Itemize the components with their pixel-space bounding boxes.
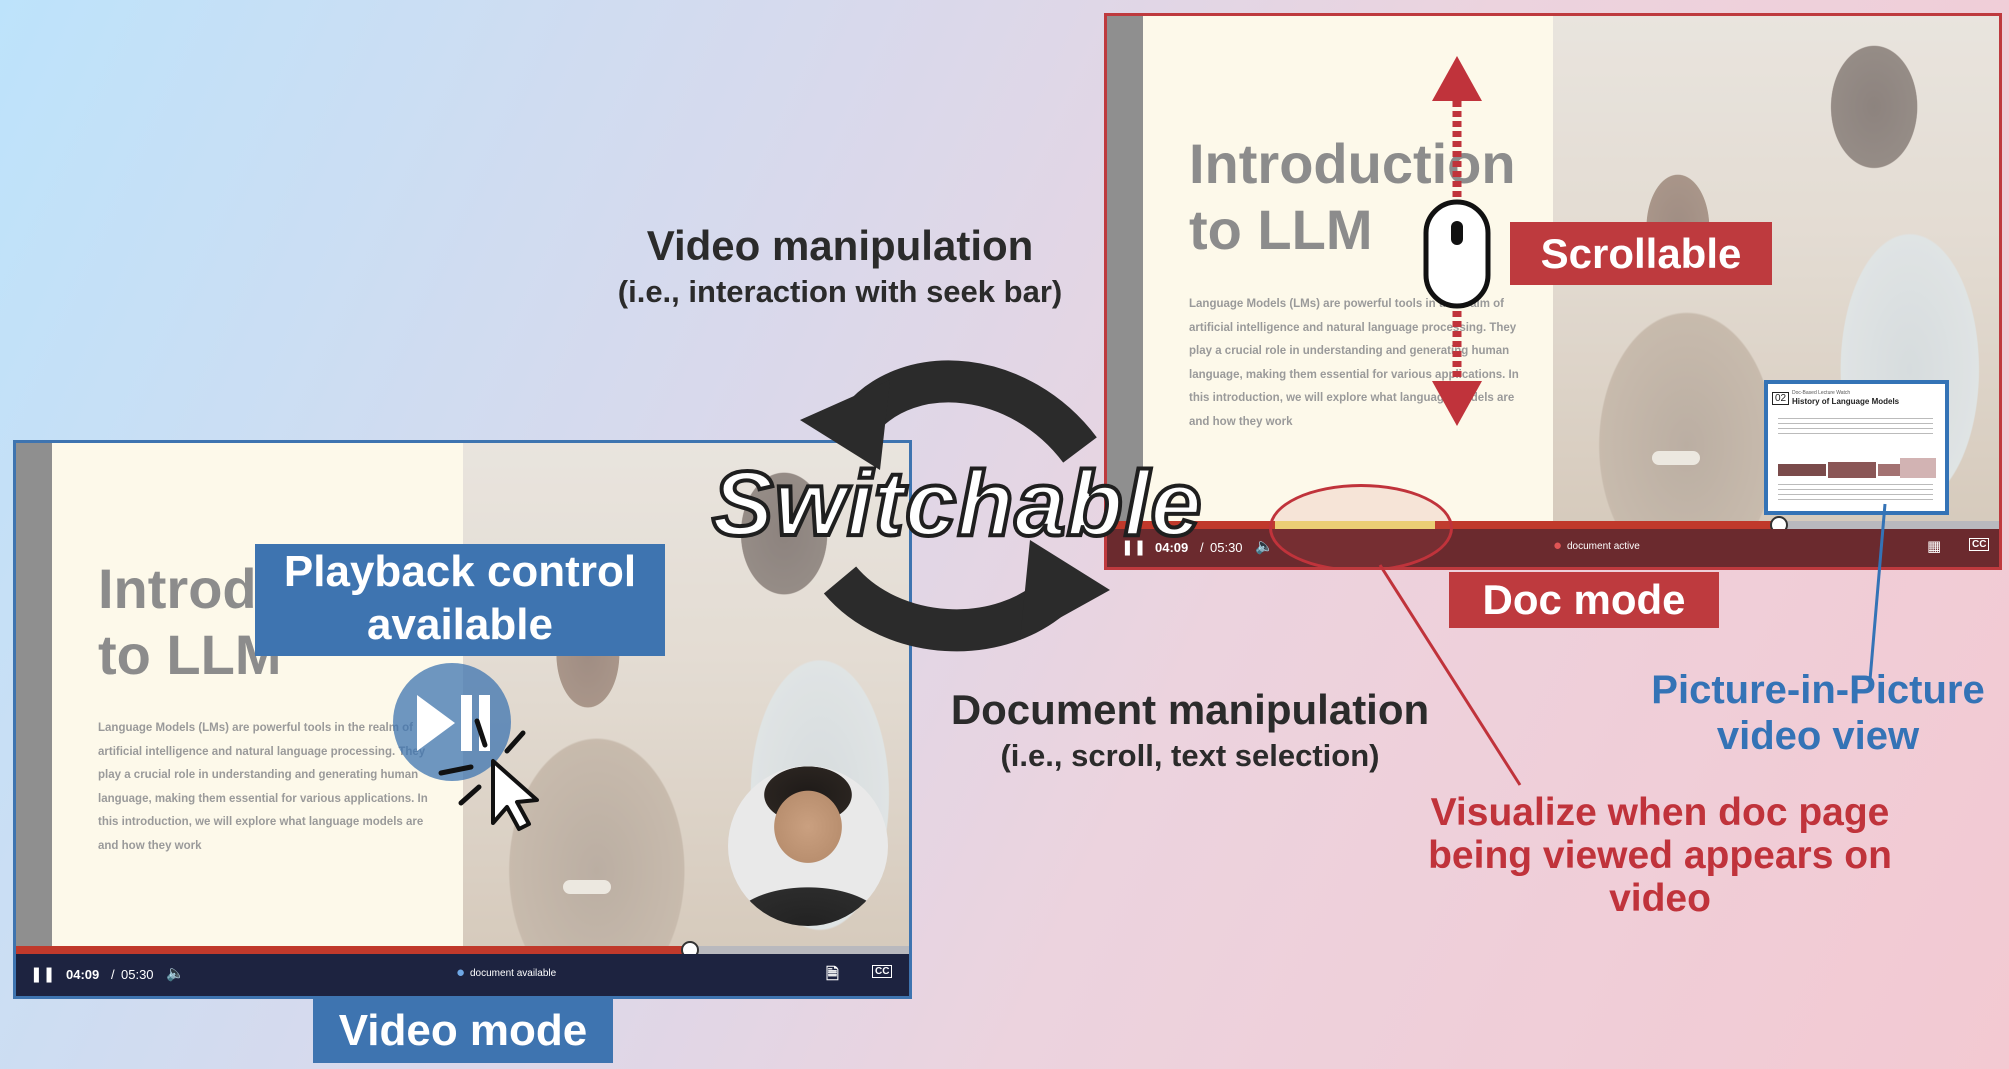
pip-title: History of Language Models — [1792, 397, 1900, 406]
slide-body: Language Models (LMs) are powerful tools… — [98, 722, 428, 852]
mouse-icon — [1423, 199, 1491, 309]
pip-flow-4 — [1900, 458, 1936, 478]
playback-control-label: Playback control available — [255, 544, 665, 656]
video-seek-played — [16, 946, 688, 954]
pip-caption-line1: Picture-in-Picture — [1651, 668, 1985, 712]
pip-header-small: Doc-Based Lecture Watch — [1792, 390, 1851, 396]
pip-caption-line2: video view — [1716, 714, 1920, 758]
fullscreen-icon[interactable]: ▦ — [1927, 538, 1942, 555]
document-manipulation-subtitle: (i.e., scroll, text selection) — [1000, 738, 1380, 774]
doc-segment-highlight — [1269, 484, 1453, 567]
status-dot: ● — [456, 964, 466, 981]
video-mode-label: Video mode — [313, 999, 613, 1063]
status-dot: ● — [1553, 537, 1563, 554]
pip-flow-1 — [1778, 464, 1826, 476]
video-current-time: 04:09 — [66, 967, 100, 982]
document-manipulation-caption: Document manipulation (i.e., scroll, tex… — [920, 686, 1460, 774]
pip-caption: Picture-in-Picture video view — [1640, 667, 1996, 759]
slide-side-strip — [1107, 16, 1143, 521]
pip-video-view[interactable]: 02 Doc-Based Lecture Watch History of La… — [1764, 380, 1949, 515]
pip-flow-2 — [1828, 462, 1876, 478]
doc-current-time: 04:09 — [1155, 540, 1189, 555]
slide-body: Language Models (LMs) are powerful tools… — [1189, 298, 1519, 428]
doc-status: document active — [1567, 541, 1640, 552]
document-icon[interactable]: 🗎 — [826, 966, 839, 983]
pip-text-lines — [1778, 418, 1933, 436]
doc-duration: 05:30 — [1210, 540, 1243, 555]
slide-nav-dots — [563, 880, 611, 894]
slide-side-strip — [16, 443, 52, 946]
video-duration: 05:30 — [121, 967, 154, 982]
pause-icon[interactable]: ❚❚ — [1121, 539, 1147, 556]
doc-time-separator: / — [1200, 540, 1204, 555]
scrollable-label: Scrollable — [1510, 222, 1772, 285]
doc-mode-player[interactable]: Introduction to LLM Language Models (LMs… — [1104, 13, 2002, 570]
captions-icon[interactable]: CC — [872, 965, 893, 978]
visualize-caption-line1: Visualize when doc page — [1430, 791, 1890, 834]
video-status: document available — [470, 968, 557, 979]
switchable-label: Switchable — [710, 451, 1204, 557]
volume-icon[interactable]: 🔈 — [1255, 538, 1274, 555]
playback-label-line2: available — [367, 599, 553, 649]
video-manipulation-subtitle: (i.e., interaction with seek bar) — [617, 274, 1063, 310]
video-time-separator: / — [111, 967, 115, 982]
pause-icon[interactable]: ❚❚ — [30, 966, 56, 983]
captions-icon[interactable]: CC — [1969, 538, 1990, 551]
cursor-icon — [438, 718, 539, 831]
play-pause-glyph — [417, 695, 490, 751]
pip-bottom-lines — [1778, 484, 1933, 502]
video-slide: Introduction to LLM Language Models (LMs… — [16, 443, 909, 946]
doc-mode-label: Doc mode — [1449, 572, 1719, 628]
doc-control-bar: ❚❚ 04:09 / 05:30 🔈 ● document active ▦ C… — [1107, 529, 1999, 567]
switch-arrows — [800, 360, 1110, 652]
video-control-bar: ❚❚ 04:09 / 05:30 🔈 ● document available … — [16, 954, 909, 996]
slide-nav-dots — [1652, 451, 1700, 465]
speaker-avatar — [728, 766, 888, 926]
playback-label-line1: Playback control — [283, 547, 637, 596]
video-manipulation-title: Video manipulation — [646, 222, 1034, 269]
document-manipulation-title: Document manipulation — [950, 686, 1430, 733]
video-manipulation-caption: Video manipulation (i.e., interaction wi… — [590, 222, 1090, 310]
pip-page-number: 02 — [1772, 392, 1790, 405]
volume-icon[interactable]: 🔈 — [166, 965, 185, 982]
visualize-caption: Visualize when doc page being viewed app… — [1380, 791, 1940, 921]
video-mode-player[interactable]: Introduction to LLM Language Models (LMs… — [13, 440, 912, 999]
visualize-caption-line2: being viewed appears on video — [1428, 833, 1892, 920]
